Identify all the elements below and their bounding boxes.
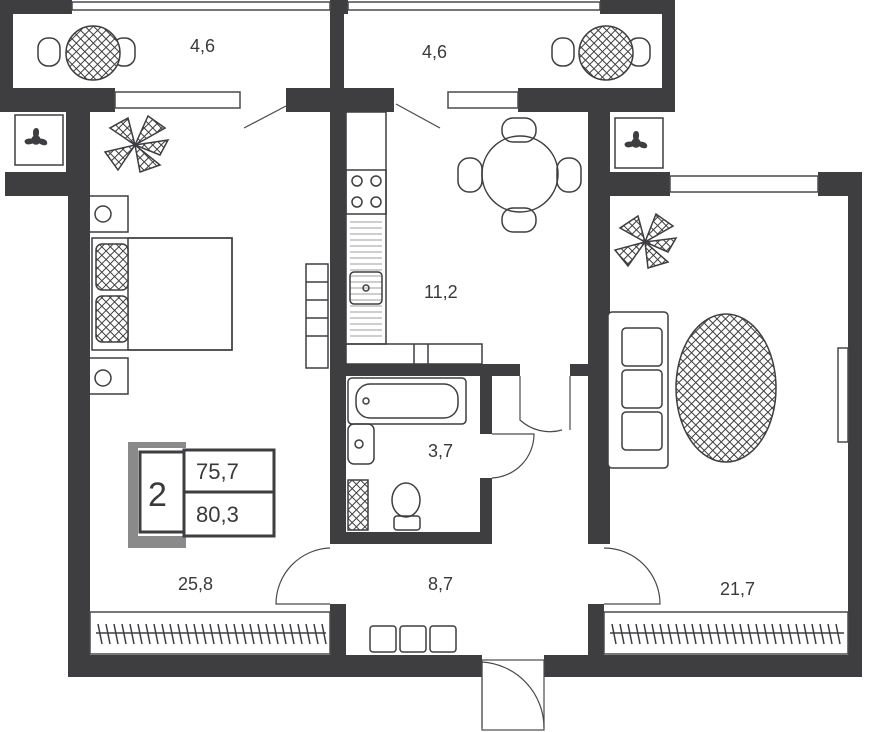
sofa-icon bbox=[607, 311, 669, 469]
radiator-fin bbox=[305, 623, 311, 645]
radiator-fin bbox=[137, 623, 143, 645]
radiator-fin bbox=[233, 623, 239, 645]
radiator-fin bbox=[97, 623, 103, 645]
radiator-fin bbox=[257, 623, 263, 645]
radiator-fin bbox=[739, 623, 745, 645]
radiator-fin bbox=[169, 623, 175, 645]
radiator-fin bbox=[113, 623, 119, 645]
radiator-fin bbox=[827, 623, 833, 645]
fan-icon bbox=[14, 114, 64, 166]
area-kitchen: 11,2 bbox=[424, 282, 458, 302]
radiator-fin bbox=[241, 623, 247, 645]
radiator-fin bbox=[811, 623, 817, 645]
area-living: 75,7 bbox=[196, 459, 239, 484]
radiator-fin bbox=[803, 623, 809, 645]
radiator-fin bbox=[129, 623, 135, 645]
radiator-fin bbox=[273, 623, 279, 645]
radiator-fin bbox=[121, 623, 127, 645]
toilet-icon bbox=[391, 482, 421, 531]
radiator-fin bbox=[683, 623, 689, 645]
radiator-fin bbox=[723, 623, 729, 645]
radiator-fin bbox=[755, 623, 761, 645]
stove-icon bbox=[345, 169, 387, 215]
dining-table-icon bbox=[457, 117, 582, 233]
radiator-fin bbox=[193, 623, 199, 645]
balcony-table-left bbox=[37, 25, 136, 81]
radiator-fin bbox=[249, 623, 255, 645]
radiator-fin bbox=[763, 623, 769, 645]
rug-icon bbox=[675, 313, 777, 463]
room-labels: 4,6 4,6 11,2 3,7 8,7 25,8 21,7 bbox=[178, 36, 755, 599]
radiator-fin bbox=[795, 623, 801, 645]
radiator-fin bbox=[835, 623, 841, 645]
fan-icon bbox=[614, 117, 664, 169]
bed-icon bbox=[87, 195, 233, 395]
radiator-fin bbox=[201, 623, 207, 645]
radiator-fin bbox=[635, 623, 641, 645]
walls bbox=[0, 0, 862, 677]
radiator-fin bbox=[659, 623, 665, 645]
radiator-fin bbox=[707, 623, 713, 645]
radiator-fin bbox=[217, 623, 223, 645]
radiator-fin bbox=[675, 623, 681, 645]
bathtub-icon bbox=[347, 377, 467, 425]
radiator-fin bbox=[209, 623, 215, 645]
windows bbox=[71, 1, 849, 655]
area-total: 80,3 bbox=[196, 502, 239, 527]
radiator-fin bbox=[313, 623, 319, 645]
area-bathroom: 3,7 bbox=[428, 441, 453, 461]
area-living-room: 21,7 bbox=[720, 579, 755, 599]
radiator-fin bbox=[643, 623, 649, 645]
washing-machine bbox=[347, 479, 369, 531]
radiator-fin bbox=[771, 623, 777, 645]
doors bbox=[243, 103, 661, 731]
area-balcony-right: 4,6 bbox=[422, 42, 447, 62]
radiator-fin bbox=[177, 623, 183, 645]
radiator-fin bbox=[153, 623, 159, 645]
plant-icon bbox=[613, 212, 678, 269]
plant-icon bbox=[103, 114, 170, 173]
radiator-fin bbox=[321, 623, 327, 645]
radiator-fin bbox=[185, 623, 191, 645]
radiator-fin bbox=[651, 623, 657, 645]
radiator-fin bbox=[667, 623, 673, 645]
radiator-fin bbox=[225, 623, 231, 645]
radiator-fin bbox=[627, 623, 633, 645]
kitchen-counter bbox=[345, 111, 483, 365]
radiator-fin bbox=[619, 623, 625, 645]
balcony-table-right bbox=[551, 25, 651, 81]
radiator-fin bbox=[787, 623, 793, 645]
radiator-fin bbox=[297, 623, 303, 645]
radiator-fin bbox=[691, 623, 697, 645]
radiator-fin bbox=[699, 623, 705, 645]
shoe-cabinet bbox=[369, 625, 457, 653]
area-hall: 8,7 bbox=[428, 574, 453, 594]
radiator-fin bbox=[105, 623, 111, 645]
radiator-fin bbox=[715, 623, 721, 645]
area-balcony-left: 4,6 bbox=[190, 36, 215, 56]
room-count: 2 bbox=[148, 476, 167, 514]
radiator-fin bbox=[161, 623, 167, 645]
radiator-icon bbox=[96, 623, 844, 645]
radiator-icon bbox=[305, 263, 329, 369]
radiator-fin bbox=[265, 623, 271, 645]
radiator-fin bbox=[731, 623, 737, 645]
area-bedroom: 25,8 bbox=[178, 574, 213, 594]
radiator-fin bbox=[747, 623, 753, 645]
radiator-fin bbox=[611, 623, 617, 645]
radiator-fin bbox=[819, 623, 825, 645]
radiator-fin bbox=[281, 623, 287, 645]
apartment-badge: 2 75,7 80,3 bbox=[128, 442, 276, 548]
radiator-fin bbox=[779, 623, 785, 645]
radiator-fin bbox=[145, 623, 151, 645]
washbasin-icon bbox=[347, 423, 375, 465]
radiator-fin bbox=[289, 623, 295, 645]
